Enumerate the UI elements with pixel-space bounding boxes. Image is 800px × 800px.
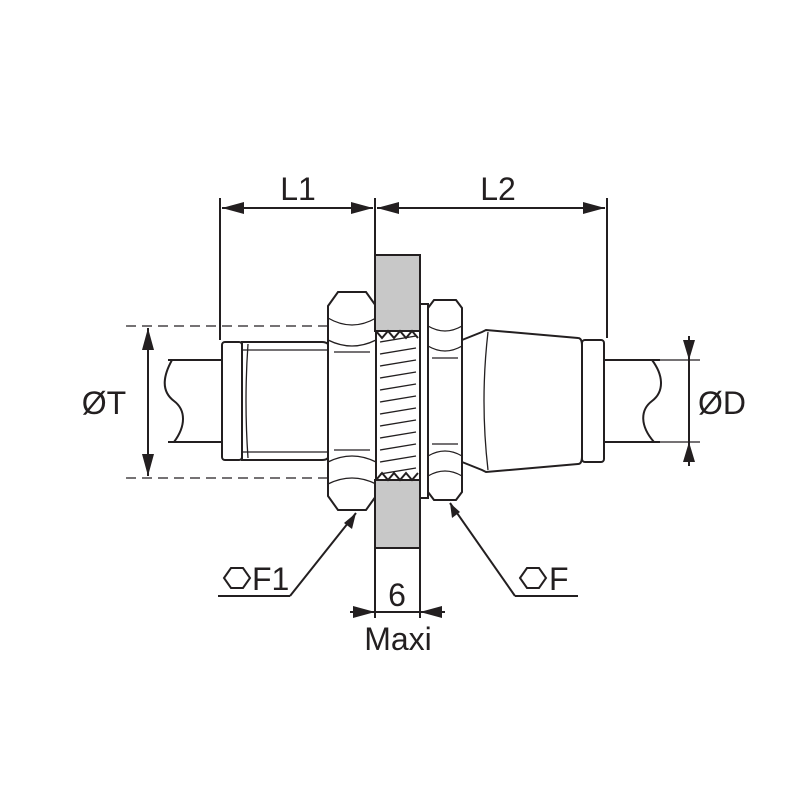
washer: [419, 303, 429, 499]
label-maxi: Maxi: [364, 621, 432, 657]
right-body: [461, 328, 605, 474]
hex-body-f: [427, 299, 463, 501]
label-f: F: [549, 561, 569, 597]
label-thickness: 6: [388, 577, 406, 613]
left-body: [221, 341, 331, 461]
threaded-section: [375, 329, 421, 482]
leader-f1: [218, 512, 357, 597]
label-l2: L2: [480, 171, 516, 207]
dimension-l1-l2: [219, 198, 608, 340]
hexagon-icon: [222, 567, 252, 589]
label-od: ØD: [698, 385, 746, 421]
left-tube: [163, 359, 222, 443]
dimension-od: [660, 336, 700, 466]
label-ot: ØT: [82, 385, 126, 421]
label-f1: F1: [252, 561, 289, 597]
dimension-ot: [142, 328, 154, 476]
dimension-thickness: [350, 548, 445, 618]
leader-f: [449, 502, 578, 597]
label-l1: L1: [280, 171, 316, 207]
hexagon-icon: [518, 567, 548, 589]
hex-nut-f1: [327, 291, 377, 511]
right-tube: [604, 359, 662, 443]
panel-wall: [374, 254, 421, 549]
